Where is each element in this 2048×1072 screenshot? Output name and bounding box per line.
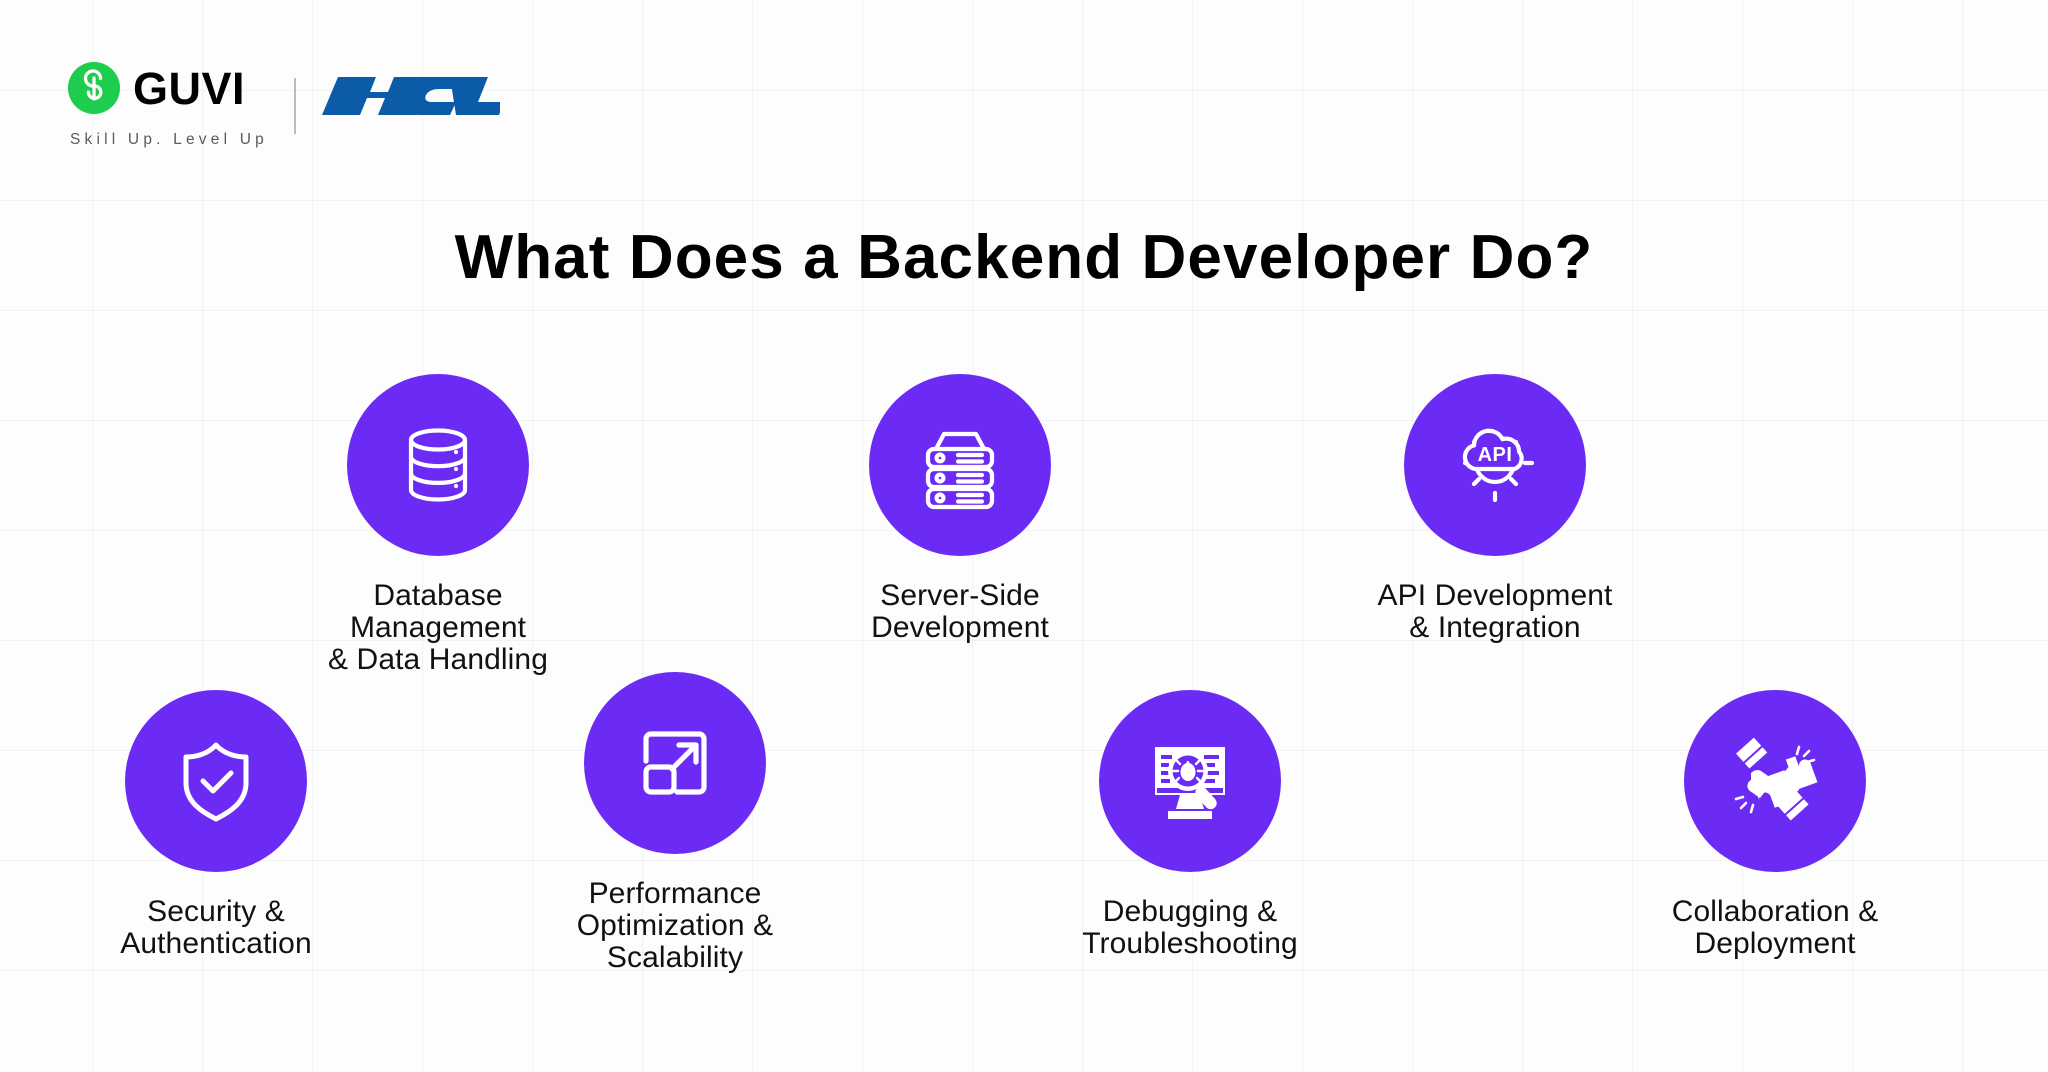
hcl-logo xyxy=(321,62,500,130)
item-label: Collaboration & Deployment xyxy=(1671,895,1879,961)
item-label: Security & Authentication xyxy=(120,895,312,961)
svg-text:API: API xyxy=(1478,444,1513,466)
server-rack-icon xyxy=(925,431,995,510)
puzzle-hands-icon xyxy=(1734,737,1818,821)
hcl-wordmark-icon xyxy=(321,77,500,115)
item-label: API Development & Integration xyxy=(1377,579,1613,645)
database-icon xyxy=(408,428,468,502)
shield-check-icon xyxy=(183,742,249,822)
item-collaboration-deployment[interactable]: Collaboration & Deployment xyxy=(1625,690,1925,960)
item-label: Debugging & Troubleshooting xyxy=(1082,895,1298,961)
icon-circle: API xyxy=(1404,374,1586,556)
item-server-side-development[interactable]: Server-Side Development xyxy=(810,374,1110,644)
monitor-bug-magnifier-icon xyxy=(1155,747,1225,819)
item-database-management[interactable]: Database Management & Data Handling xyxy=(288,374,588,676)
icon-circle xyxy=(1684,690,1866,872)
guvi-g-mark-icon xyxy=(68,62,120,114)
brand-bar: GUVI Skill Up. Level Up xyxy=(68,62,500,149)
scale-expand-arrow-icon xyxy=(643,731,707,795)
guvi-logo: GUVI Skill Up. Level Up xyxy=(68,62,268,149)
guvi-tagline: Skill Up. Level Up xyxy=(70,131,268,148)
item-label: Database Management & Data Handling xyxy=(328,579,548,677)
icon-circle xyxy=(125,690,307,872)
item-debugging-troubleshooting[interactable]: Debugging & Troubleshooting xyxy=(1040,690,1340,960)
guvi-logo-row: GUVI xyxy=(68,62,268,114)
item-security-authentication[interactable]: Security & Authentication xyxy=(66,690,366,960)
item-api-development[interactable]: API API Development & Integration xyxy=(1345,374,1645,644)
api-cloud-gear-icon: API xyxy=(1462,428,1535,503)
icon-circle xyxy=(1099,690,1281,872)
page-title: What Does a Backend Developer Do? xyxy=(454,223,1594,292)
icon-circle xyxy=(347,374,529,556)
icon-circle xyxy=(584,672,766,854)
brand-divider xyxy=(293,77,296,134)
item-label: Server-Side Development xyxy=(871,579,1049,645)
guvi-wordmark: GUVI xyxy=(133,62,246,114)
item-performance-optimization[interactable]: Performance Optimization & Scalability xyxy=(525,672,825,974)
icon-circle xyxy=(869,374,1051,556)
item-label: Performance Optimization & Scalability xyxy=(576,877,774,975)
